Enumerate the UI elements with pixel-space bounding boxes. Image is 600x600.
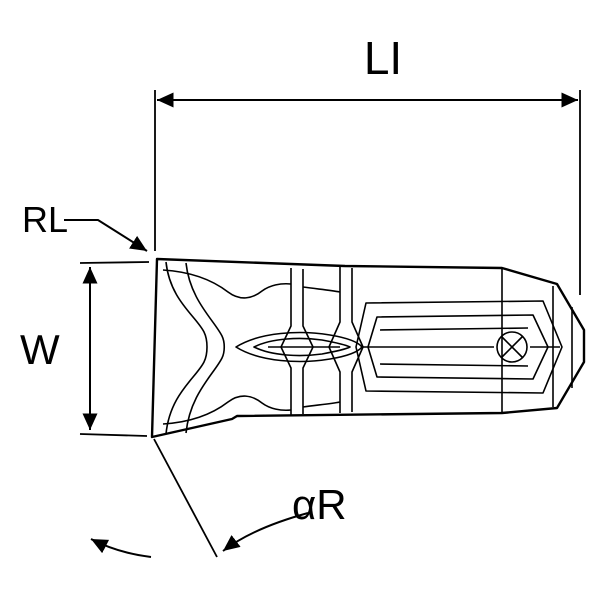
insert-body	[150, 257, 586, 439]
dimension-front-angle: αR	[90, 438, 347, 558]
slot-inner-line	[379, 327, 529, 331]
front-edge-curve	[185, 262, 226, 434]
boss-circle	[496, 331, 528, 363]
leader-line-rl	[64, 219, 148, 252]
insert-outline	[150, 257, 586, 439]
chipbreaker-wave-top	[162, 269, 292, 299]
extension-line-bottom	[79, 433, 148, 437]
step-line	[328, 267, 341, 413]
chipbreaker-wave-top	[302, 286, 341, 293]
label-width: W	[20, 326, 60, 373]
chipbreaker-wave-bottom	[302, 401, 341, 408]
chipformer-leaf-outer	[235, 331, 363, 363]
label-front-angle: αR	[292, 481, 347, 528]
chipbreaker-wave-bottom	[162, 395, 292, 425]
angle-flank-line	[153, 438, 218, 558]
extension-line-top	[79, 261, 150, 264]
step-line	[280, 268, 292, 415]
angle-arc-right	[222, 512, 309, 552]
slot-outline	[355, 300, 563, 394]
dimension-length: LI	[154, 32, 581, 295]
callout-corner-radius: RL	[22, 199, 148, 252]
label-length: LI	[364, 32, 402, 84]
angle-arc-left	[90, 538, 152, 558]
boss-cross-line	[500, 335, 524, 359]
dimension-width: W	[20, 261, 150, 437]
label-corner-radius: RL	[22, 199, 68, 240]
chipformer-leaf-inner	[253, 337, 351, 357]
slot-inner-line	[379, 363, 529, 367]
front-edge-curve	[165, 261, 208, 435]
step-line	[302, 269, 314, 414]
